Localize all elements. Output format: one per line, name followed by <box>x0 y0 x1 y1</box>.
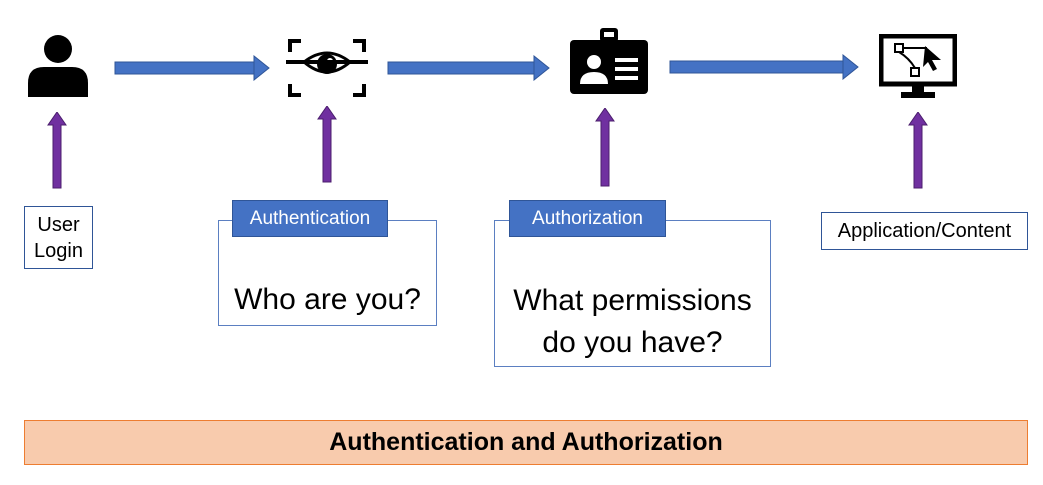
user-icon <box>26 33 90 97</box>
authentication-tab: Authentication <box>232 200 388 237</box>
id-badge-icon <box>570 28 648 94</box>
up-arrow-authentication <box>317 105 337 188</box>
footer-banner: Authentication and Authorization <box>24 420 1028 465</box>
application-content-box: Application/Content <box>821 212 1028 250</box>
flow-arrow-3 <box>669 53 859 85</box>
authorization-question-line2: do you have? <box>542 326 723 359</box>
up-arrow-authorization <box>595 107 615 192</box>
user-login-line1: User <box>37 213 80 236</box>
authentication-question: Who are you? <box>234 283 421 316</box>
authorization-panel <box>494 220 771 367</box>
eye-scan-icon <box>286 38 368 98</box>
monitor-cursor-icon <box>879 34 957 100</box>
up-arrow-application <box>908 111 928 194</box>
authorization-question-line1: What permissions <box>513 284 752 317</box>
user-login-line2: Login <box>34 239 83 262</box>
user-login-box: User Login <box>24 206 93 269</box>
flow-arrow-1 <box>114 54 270 86</box>
authorization-tab: Authorization <box>509 200 666 237</box>
flow-arrow-2 <box>387 54 550 86</box>
up-arrow-user <box>47 111 67 194</box>
